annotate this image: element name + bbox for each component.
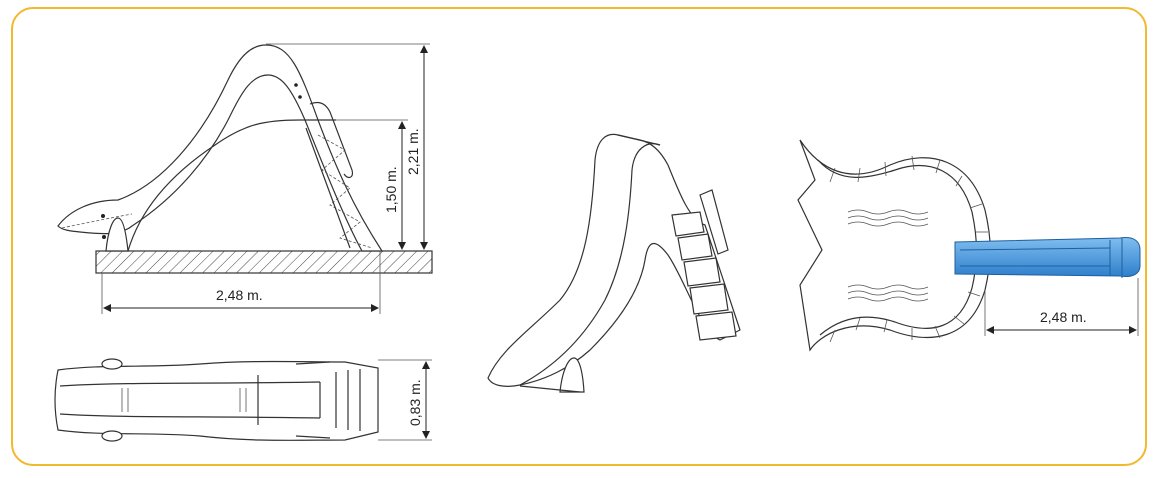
dim-height-total: 2,21 m. bbox=[405, 128, 421, 175]
ground-slab bbox=[95, 250, 433, 274]
dim-length-plan: 2,48 m. bbox=[1040, 309, 1087, 325]
slide-body-side bbox=[57, 44, 384, 252]
top-view: 0,83 m. bbox=[54, 358, 432, 442]
perspective-view bbox=[487, 133, 741, 393]
dim-height-platform: 1,50 m. bbox=[383, 166, 399, 213]
slide-body-perspective bbox=[487, 133, 741, 387]
ladder-zigzag bbox=[317, 134, 373, 249]
dim-width-top: 0,83 m. bbox=[407, 379, 423, 426]
blue-slide-plan bbox=[954, 237, 1141, 277]
slide-body-top bbox=[54, 360, 379, 441]
handrail-side bbox=[309, 101, 353, 179]
dim-length-side: 2,48 m. bbox=[216, 287, 263, 303]
front-support bbox=[105, 217, 129, 252]
pool-plan-view: 2,48 m. bbox=[797, 139, 1141, 352]
side-elevation-view: 2,21 m. 1,50 m. 2,48 m. bbox=[57, 43, 433, 314]
chute-inner-curve bbox=[127, 119, 336, 252]
